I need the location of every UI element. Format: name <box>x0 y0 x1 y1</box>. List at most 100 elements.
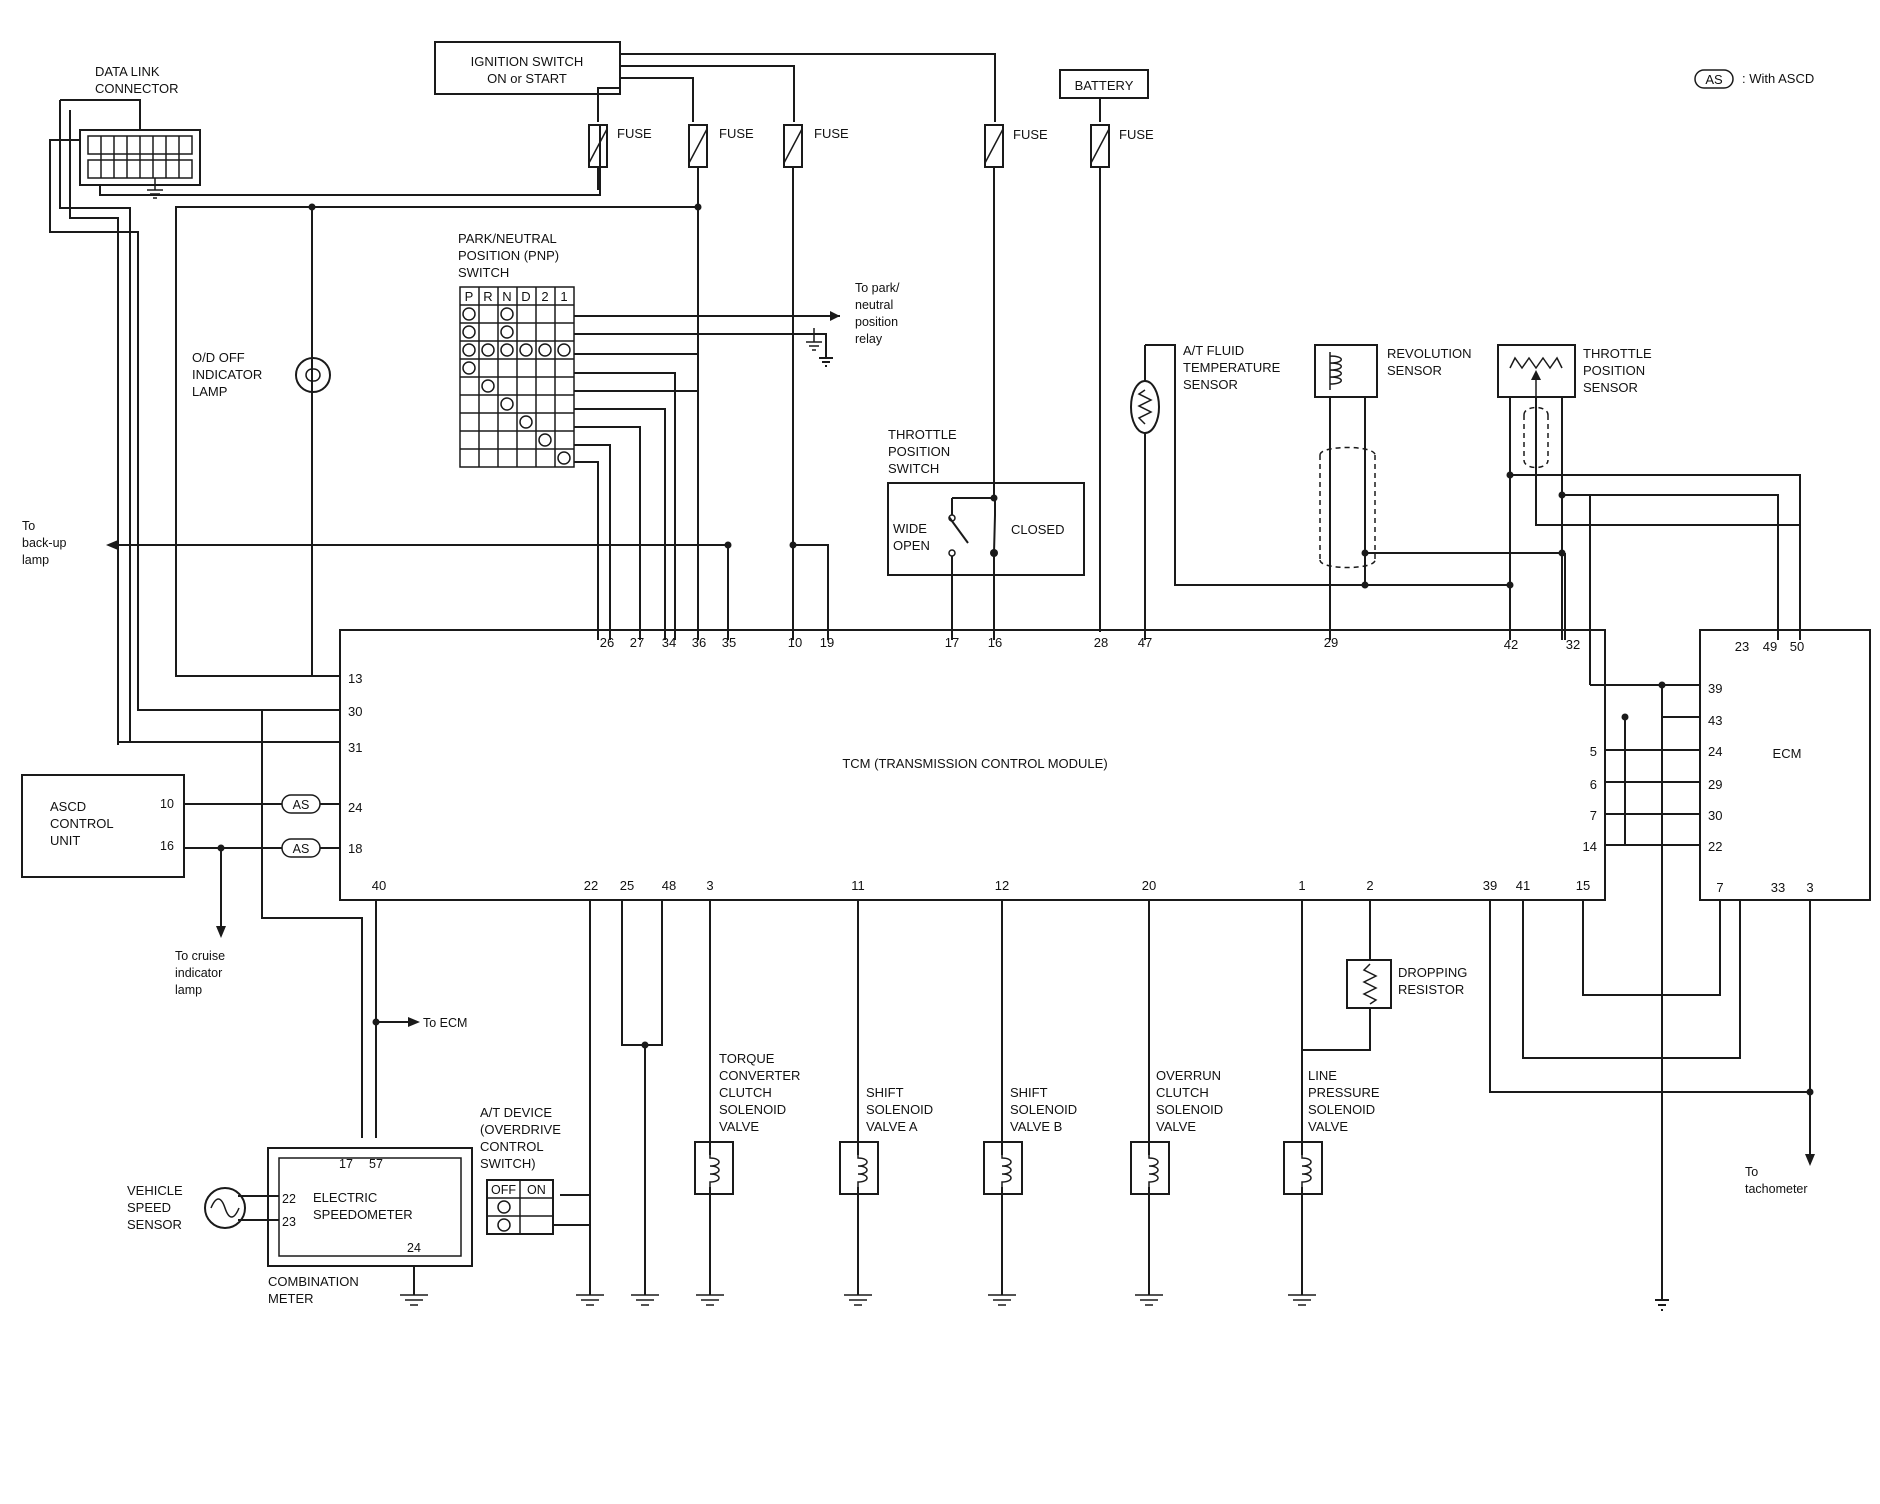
svg-text:41: 41 <box>1516 878 1530 893</box>
combination-meter: ELECTRIC SPEEDOMETER 17 57 22 23 24 COMB… <box>267 1147 473 1306</box>
svg-text:LINE: LINE <box>1308 1068 1337 1083</box>
svg-text:11: 11 <box>851 878 865 893</box>
as-badges: AS AS <box>281 794 321 858</box>
svg-text:31: 31 <box>348 740 362 755</box>
legend: AS : With ASCD <box>1694 69 1814 89</box>
svg-text:POSITION (PNP): POSITION (PNP) <box>458 248 559 263</box>
svg-text:SOLENOID: SOLENOID <box>866 1102 933 1117</box>
svg-text:To park/: To park/ <box>855 281 900 295</box>
throttle-position-sensor: THROTTLE POSITION SENSOR <box>1497 344 1801 685</box>
overrun-clutch-solenoid: OVERRUN CLUTCH SOLENOID VALVE <box>1130 1068 1223 1195</box>
svg-text:7: 7 <box>1590 808 1597 823</box>
svg-text:16: 16 <box>988 635 1002 650</box>
svg-text:29: 29 <box>1324 635 1338 650</box>
shift-solenoid-a: SHIFT SOLENOID VALVE A <box>839 1085 933 1195</box>
svg-text:VALVE A: VALVE A <box>866 1119 918 1134</box>
svg-text:22: 22 <box>584 878 598 893</box>
svg-text:ELECTRIC: ELECTRIC <box>313 1190 377 1205</box>
svg-text:50: 50 <box>1790 639 1804 654</box>
svg-text:SENSOR: SENSOR <box>1583 380 1638 395</box>
svg-text:relay: relay <box>855 332 883 346</box>
ground-symbols <box>400 328 1316 1306</box>
svg-text:SOLENOID: SOLENOID <box>1308 1102 1375 1117</box>
svg-text:AS: AS <box>293 842 310 856</box>
svg-text:22: 22 <box>1708 839 1722 854</box>
svg-text:29: 29 <box>1708 777 1722 792</box>
svg-text:METER: METER <box>268 1291 314 1306</box>
legend-text: : With ASCD <box>1742 71 1814 86</box>
svg-text:30: 30 <box>1708 808 1722 823</box>
svg-text:back-up: back-up <box>22 536 67 550</box>
pnp-switch: PARK/NEUTRAL POSITION (PNP) SWITCH P R N… <box>458 231 900 468</box>
tcm: TCM (TRANSMISSION CONTROL MODULE) 26 27 … <box>339 629 1606 901</box>
svg-text:23: 23 <box>1735 639 1749 654</box>
svg-text:A/T FLUID: A/T FLUID <box>1183 343 1244 358</box>
svg-text:23: 23 <box>282 1215 296 1229</box>
svg-text:N: N <box>502 289 511 304</box>
backup-lamp-note: To back-up lamp <box>22 519 67 567</box>
svg-text:ON: ON <box>527 1183 546 1197</box>
svg-text:CLOSED: CLOSED <box>1011 522 1064 537</box>
svg-text:47: 47 <box>1138 635 1152 650</box>
svg-text:27: 27 <box>630 635 644 650</box>
tcm-left-pins: 13 30 31 24 18 <box>348 671 362 856</box>
svg-text:SENSOR: SENSOR <box>127 1217 182 1232</box>
svg-text:3: 3 <box>1806 880 1813 895</box>
svg-text:POSITION: POSITION <box>1583 363 1645 378</box>
svg-text:SENSOR: SENSOR <box>1183 377 1238 392</box>
svg-text:VALVE: VALVE <box>1308 1119 1348 1134</box>
svg-text:P: P <box>465 289 474 304</box>
svg-text:40: 40 <box>372 878 386 893</box>
svg-text:35: 35 <box>722 635 736 650</box>
svg-text:REVOLUTION: REVOLUTION <box>1387 346 1472 361</box>
svg-text:36: 36 <box>692 635 706 650</box>
svg-text:(OVERDRIVE: (OVERDRIVE <box>480 1122 561 1137</box>
svg-text:position: position <box>855 315 898 329</box>
svg-text:TORQUE: TORQUE <box>719 1051 775 1066</box>
svg-text:42: 42 <box>1504 637 1518 652</box>
svg-text:COMBINATION: COMBINATION <box>268 1274 359 1289</box>
ascd-control-unit: ASCD CONTROL UNIT 10 16 <box>21 774 185 878</box>
svg-text:VALVE B: VALVE B <box>1010 1119 1062 1134</box>
svg-text:15: 15 <box>1576 878 1590 893</box>
svg-text:SWITCH: SWITCH <box>888 461 939 476</box>
svg-text:19: 19 <box>820 635 834 650</box>
svg-text:PARK/NEUTRAL: PARK/NEUTRAL <box>458 231 557 246</box>
svg-text:16: 16 <box>160 839 174 853</box>
svg-text:SHIFT: SHIFT <box>1010 1085 1048 1100</box>
svg-text:CONNECTOR: CONNECTOR <box>95 81 179 96</box>
svg-text:SPEEDOMETER: SPEEDOMETER <box>313 1207 413 1222</box>
svg-text:17: 17 <box>945 635 959 650</box>
svg-text:SENSOR: SENSOR <box>1387 363 1442 378</box>
svg-text:WIDE: WIDE <box>893 521 927 536</box>
svg-text:SHIFT: SHIFT <box>866 1085 904 1100</box>
throttle-position-switch: THROTTLE POSITION SWITCH WIDE OPEN CLOSE… <box>887 427 1085 576</box>
svg-text:tachometer: tachometer <box>1745 1182 1808 1196</box>
tcm-right-pins: 5 6 7 14 <box>1583 744 1597 854</box>
svg-text:VALVE: VALVE <box>1156 1119 1196 1134</box>
svg-text:OPEN: OPEN <box>893 538 930 553</box>
svg-text:ON or START: ON or START <box>487 71 567 86</box>
svg-text:24: 24 <box>1708 744 1722 759</box>
svg-text:10: 10 <box>160 797 174 811</box>
svg-text:48: 48 <box>662 878 676 893</box>
svg-text:12: 12 <box>995 878 1009 893</box>
svg-text:32: 32 <box>1566 637 1580 652</box>
revolution-sensor: REVOLUTION SENSOR <box>1314 344 1565 640</box>
torque-converter-solenoid: TORQUE CONVERTER CLUTCH SOLENOID VALVE <box>694 1051 800 1195</box>
svg-text:O/D OFF: O/D OFF <box>192 350 245 365</box>
svg-text:LAMP: LAMP <box>192 384 227 399</box>
svg-text:SWITCH: SWITCH <box>458 265 509 280</box>
svg-text:D: D <box>521 289 530 304</box>
ignition-switch: IGNITION SWITCH ON or START <box>434 41 621 95</box>
svg-text:26: 26 <box>600 635 614 650</box>
vehicle-speed-sensor: VEHICLE SPEED SENSOR <box>127 1183 279 1232</box>
svg-text:VEHICLE: VEHICLE <box>127 1183 183 1198</box>
svg-text:R: R <box>483 289 492 304</box>
legend-badge: AS <box>1705 72 1723 87</box>
svg-text:FUSE: FUSE <box>814 126 849 141</box>
line-pressure-solenoid: LINE PRESSURE SOLENOID VALVE <box>1283 1068 1380 1195</box>
svg-text:neutral: neutral <box>855 298 893 312</box>
svg-text:A/T DEVICE: A/T DEVICE <box>480 1105 552 1120</box>
svg-text:To: To <box>1745 1165 1758 1179</box>
